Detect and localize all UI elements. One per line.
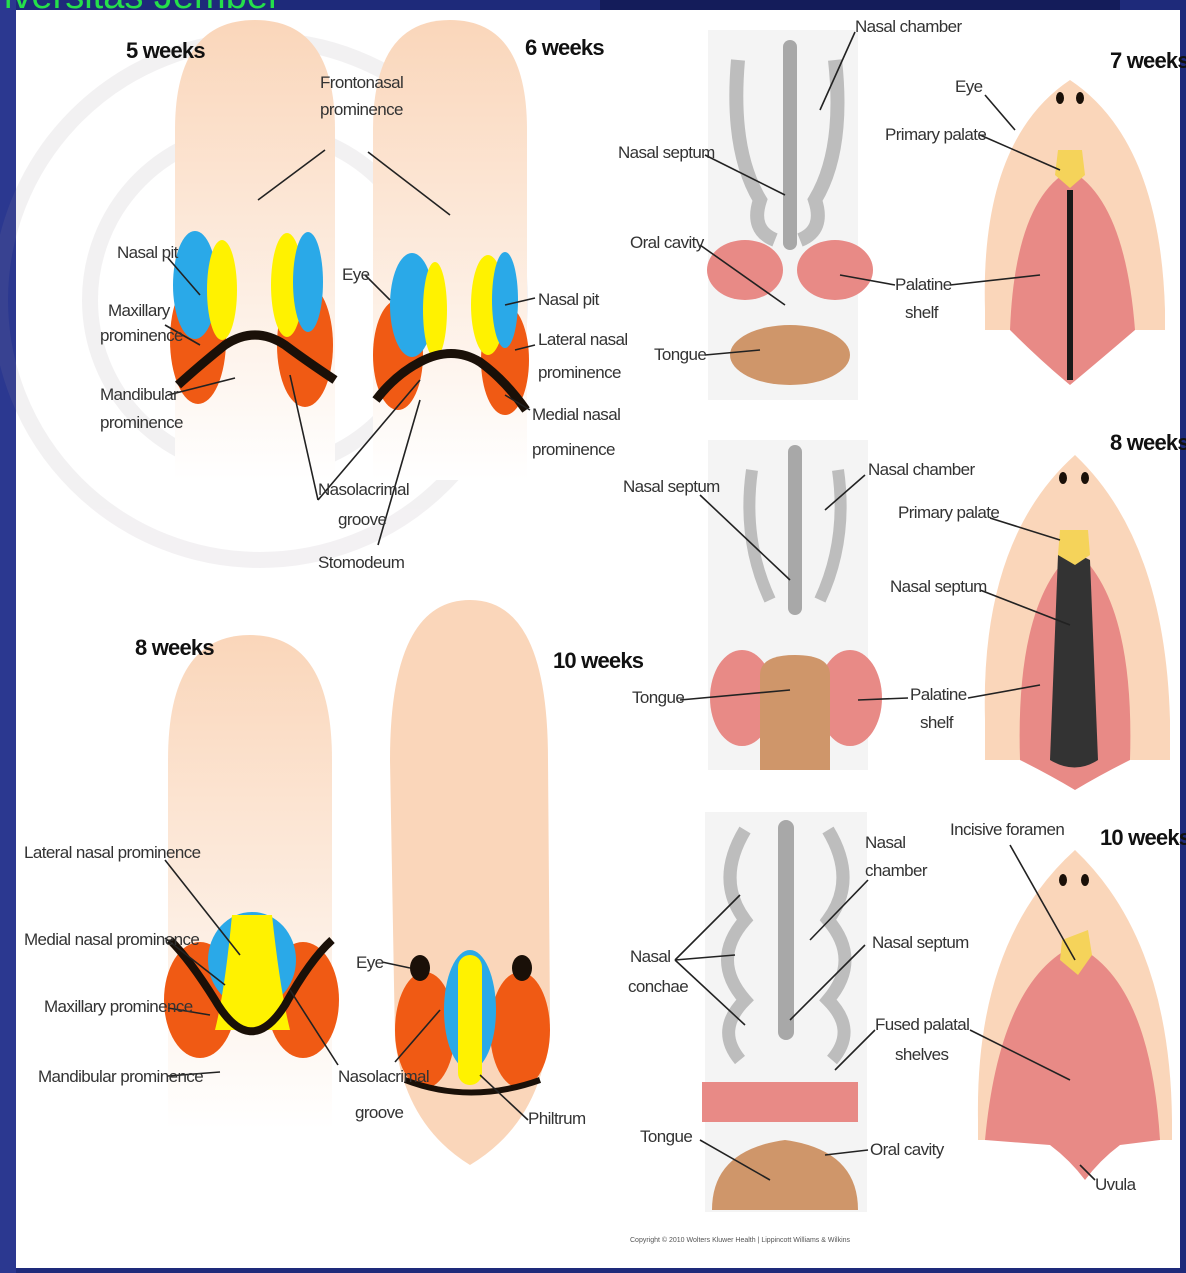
copyright-text: Copyright © 2010 Wolters Kluwer Health |… bbox=[630, 1236, 851, 1244]
label-nasal-septum-10wk: Nasal septum bbox=[872, 933, 969, 952]
label-stomodeum: Stomodeum bbox=[318, 553, 405, 572]
nostril-left-10wk bbox=[1059, 874, 1067, 886]
medial-nasal-left bbox=[207, 240, 237, 340]
label-tongue-7wk: Tongue bbox=[654, 345, 706, 364]
nostril-right-10wk bbox=[1081, 874, 1089, 886]
medial-nasal-10wk bbox=[458, 955, 482, 1085]
title-5-weeks: 5 weeks bbox=[126, 38, 205, 63]
watermark-text: iversitas Jember bbox=[4, 0, 281, 17]
lateral-nasal-right-6wk bbox=[492, 252, 518, 348]
label-lateral-nasal-6wk-2: prominence bbox=[538, 363, 621, 382]
maxillary-prominence-right-10wk bbox=[490, 972, 550, 1088]
label-philtrum: Philtrum bbox=[528, 1109, 586, 1128]
label-mandibular-5wk-1: Mandibular bbox=[100, 385, 179, 404]
label-frontonasal-1: Frontonasal bbox=[320, 73, 403, 92]
label-nasal-septum-8wk-right: Nasal septum bbox=[890, 577, 987, 596]
label-conchae-2: conchae bbox=[628, 977, 688, 996]
title-10-weeks-face: 10 weeks bbox=[553, 648, 644, 673]
title-8-weeks-face: 8 weeks bbox=[135, 635, 214, 660]
label-mandibular-5wk-2: prominence bbox=[100, 413, 183, 432]
label-frontonasal-2: prominence bbox=[320, 100, 403, 119]
panel-palate-7-weeks: 7 weeks Nasal chamber Nasal septum Oral … bbox=[618, 17, 1186, 400]
label-lateral-nasal-6wk-1: Lateral nasal bbox=[538, 330, 628, 349]
label-maxillary-5wk-1: Maxillary bbox=[108, 301, 171, 320]
tongue-8wk bbox=[760, 655, 830, 770]
title-8-weeks-palate: 8 weeks bbox=[1110, 430, 1186, 455]
label-fused-palatal-2: shelves bbox=[895, 1045, 949, 1064]
label-medial-nasal-6wk-2: prominence bbox=[532, 440, 615, 459]
label-nasolacrimal-10wk-1: Nasolacrimal bbox=[338, 1067, 429, 1086]
palatine-shelf-right-7wk bbox=[797, 240, 873, 300]
label-tongue-10wk: Tongue bbox=[640, 1127, 692, 1146]
label-oral-cavity-10wk: Oral cavity bbox=[870, 1140, 945, 1159]
medial-nasal-left-6wk bbox=[423, 262, 447, 358]
label-nasolacrimal-10wk-2: groove bbox=[355, 1103, 404, 1122]
label-nasal-pit-6wk: Nasal pit bbox=[538, 290, 600, 309]
label-nasal-chamber-7wk: Nasal chamber bbox=[855, 17, 962, 36]
label-nasal-septum-7wk: Nasal septum bbox=[618, 143, 715, 162]
label-tongue-8wk: Tongue bbox=[632, 688, 684, 707]
label-nasal-pit-5wk: Nasal pit bbox=[117, 243, 179, 262]
label-palatine-7wk-2: shelf bbox=[905, 303, 939, 322]
palatine-shelf-left-7wk bbox=[707, 240, 783, 300]
panel-6-weeks: 6 weeks Frontonasal prominence Eye Nasal… bbox=[290, 20, 628, 572]
panel-palate-10-weeks: 10 weeks Nasal chamber Incisive foramen … bbox=[628, 812, 1186, 1212]
title-7-weeks: 7 weeks bbox=[1110, 48, 1186, 73]
eye-right-10wk bbox=[512, 955, 532, 981]
label-fused-palatal-1: Fused palatal bbox=[875, 1015, 969, 1034]
label-nasal-chamber-10wk-1: Nasal bbox=[865, 833, 905, 852]
label-lateral-nasal-8wk: Lateral nasal prominence bbox=[24, 843, 201, 862]
label-uvula: Uvula bbox=[1095, 1175, 1137, 1194]
panel-8-weeks-face: 8 weeks Lateral nasal prominence Medial … bbox=[24, 635, 339, 1130]
nasal-septum-oral-8wk bbox=[1050, 553, 1098, 767]
nasal-septum-8wk bbox=[788, 445, 802, 615]
nasal-septum-7wk bbox=[783, 40, 797, 250]
label-nasolacrimal-6wk-2: groove bbox=[338, 510, 387, 529]
title-10-weeks-palate: 10 weeks bbox=[1100, 825, 1186, 850]
panel-palate-8-weeks: 8 weeks Nasal septum Nasal chamber Prima… bbox=[623, 430, 1186, 790]
eye-left-10wk bbox=[410, 955, 430, 981]
label-maxillary-8wk: Maxillary prominence bbox=[44, 997, 193, 1016]
label-maxillary-5wk-2: prominence bbox=[100, 326, 183, 345]
label-palatine-8wk-2: shelf bbox=[920, 713, 954, 732]
nostril-right-7wk bbox=[1076, 92, 1084, 104]
label-oral-cavity-7wk: Oral cavity bbox=[630, 233, 705, 252]
label-eye-10wk: Eye bbox=[356, 953, 384, 972]
label-nasolacrimal-6wk-1: Nasolacrimal bbox=[318, 480, 409, 499]
label-mandibular-8wk: Mandibular prominence bbox=[38, 1067, 203, 1086]
lateral-nasal-right bbox=[293, 232, 323, 332]
nostril-left-8wk bbox=[1059, 472, 1067, 484]
label-nasal-chamber-8wk: Nasal chamber bbox=[868, 460, 975, 479]
nostril-right-8wk bbox=[1081, 472, 1089, 484]
label-nasal-septum-8wk: Nasal septum bbox=[623, 477, 720, 496]
label-palatine-7wk-1: Palatine bbox=[895, 275, 952, 294]
title-6-weeks: 6 weeks bbox=[525, 35, 604, 60]
nasal-septum-10wk bbox=[778, 820, 794, 1040]
label-incisive-foramen: Incisive foramen bbox=[950, 820, 1064, 839]
label-primary-palate-8wk: Primary palate bbox=[898, 503, 999, 522]
label-palatine-8wk-1: Palatine bbox=[910, 685, 967, 704]
nostril-left-7wk bbox=[1056, 92, 1064, 104]
label-primary-palate-7wk: Primary palate bbox=[885, 125, 986, 144]
label-nasal-chamber-10wk-2: chamber bbox=[865, 861, 928, 880]
fused-palate-coronal-10wk bbox=[702, 1082, 858, 1122]
label-eye-7wk: Eye bbox=[955, 77, 983, 96]
tongue-7wk bbox=[730, 325, 850, 385]
label-eye-6wk: Eye bbox=[342, 265, 370, 284]
label-conchae-1: Nasal bbox=[630, 947, 670, 966]
panel-10-weeks-face: 10 weeks Eye Nasolacrimal groove Philtru… bbox=[338, 600, 644, 1165]
label-medial-nasal-8wk: Medial nasal prominence bbox=[24, 930, 199, 949]
label-medial-nasal-6wk-1: Medial nasal bbox=[532, 405, 620, 424]
